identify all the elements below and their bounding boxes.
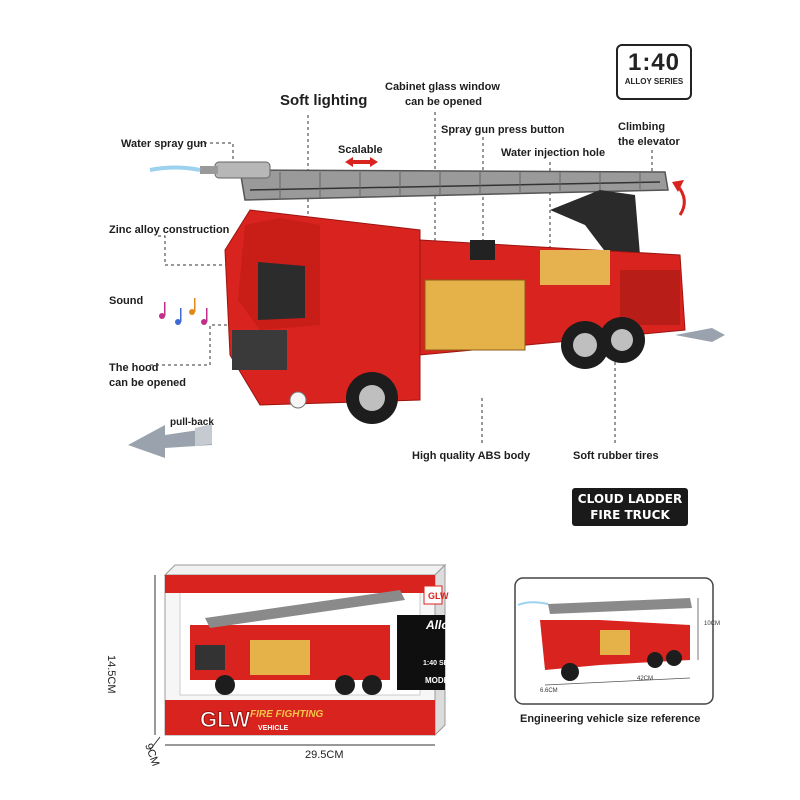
scalable-arrow-icon: [345, 157, 378, 167]
title-badge: CLOUD LADDER FIRE TRUCK: [572, 488, 688, 526]
title-line2: FIRE TRUCK: [590, 508, 670, 522]
front-grille: [232, 330, 287, 370]
label-water-spray-gun: Water spray gun: [121, 138, 207, 150]
size-ref-caption: Engineering vehicle size reference: [520, 713, 701, 725]
scale-value: 1:40: [627, 49, 681, 76]
windshield: [258, 262, 305, 320]
water-spray-gun-icon: [149, 161, 271, 179]
wheels: [346, 317, 645, 424]
music-notes-icon: [159, 298, 208, 325]
size-ref-length: 42CM: [637, 676, 653, 682]
label-water-injection-hole: Water injection hole: [501, 147, 606, 159]
box-alloy: Alloy: [425, 618, 457, 632]
box-dimension-lines: [149, 575, 435, 751]
label-climbing-line1: Climbing: [618, 121, 666, 133]
box-width-dim: 29.5CM: [305, 749, 344, 761]
label-pull-back: pull-back: [170, 417, 214, 428]
lifting-arm: [550, 190, 640, 258]
package-box: [163, 563, 447, 737]
leader-hood: [150, 324, 230, 366]
motion-arrow-icon: [675, 328, 725, 342]
cabinet-interior: [424, 279, 526, 351]
box-height-dim: 14.5CM: [105, 655, 117, 694]
label-rubber-tires: Soft rubber tires: [573, 450, 659, 462]
box-series: 1:40 SERIES: [423, 660, 465, 667]
headlight: [289, 391, 307, 409]
ladder: [239, 169, 669, 201]
size-ref-height: 10CM: [704, 621, 720, 627]
box-brand: GLW: [200, 707, 250, 732]
label-sound: Sound: [109, 295, 144, 307]
label-soft-lighting: Soft lighting: [280, 92, 368, 109]
scale-badge: 1:40 ALLOY SERIES: [616, 44, 692, 100]
title-line1: CLOUD LADDER: [577, 492, 683, 506]
label-zinc-alloy: Zinc alloy construction: [109, 224, 230, 236]
box-brand-sub2: VEHICLE: [258, 725, 289, 732]
box-model: MODEL: [425, 676, 454, 685]
label-cabinet-window-line1: Cabinet glass window: [385, 81, 500, 93]
box-depth-dim: 9CM: [142, 742, 161, 768]
leader-spray-gun: [198, 142, 234, 163]
label-abs-body: High quality ABS body: [412, 450, 531, 462]
size-reference-panel: [514, 577, 714, 705]
label-hood-line2: can be opened: [109, 377, 187, 389]
label-climbing-line2: the elevator: [618, 136, 680, 148]
leader-zinc: [158, 235, 230, 266]
pull-back-arrow-icon: [128, 424, 212, 458]
scale-series-label: ALLOY SERIES: [624, 77, 684, 86]
leader-lines: [150, 112, 653, 444]
press-button: [470, 240, 495, 260]
size-ref-width: 6.6CM: [540, 688, 558, 694]
label-hood-line1: The hood: [109, 362, 159, 374]
label-cabinet-window-line2: can be opened: [405, 96, 483, 108]
box-brand-sub: FIRE FIGHTING: [250, 709, 324, 720]
label-scalable: Scalable: [338, 144, 383, 156]
label-spray-gun-button: Spray gun press button: [441, 124, 565, 136]
box-brand-tag: GLW: [428, 591, 449, 601]
